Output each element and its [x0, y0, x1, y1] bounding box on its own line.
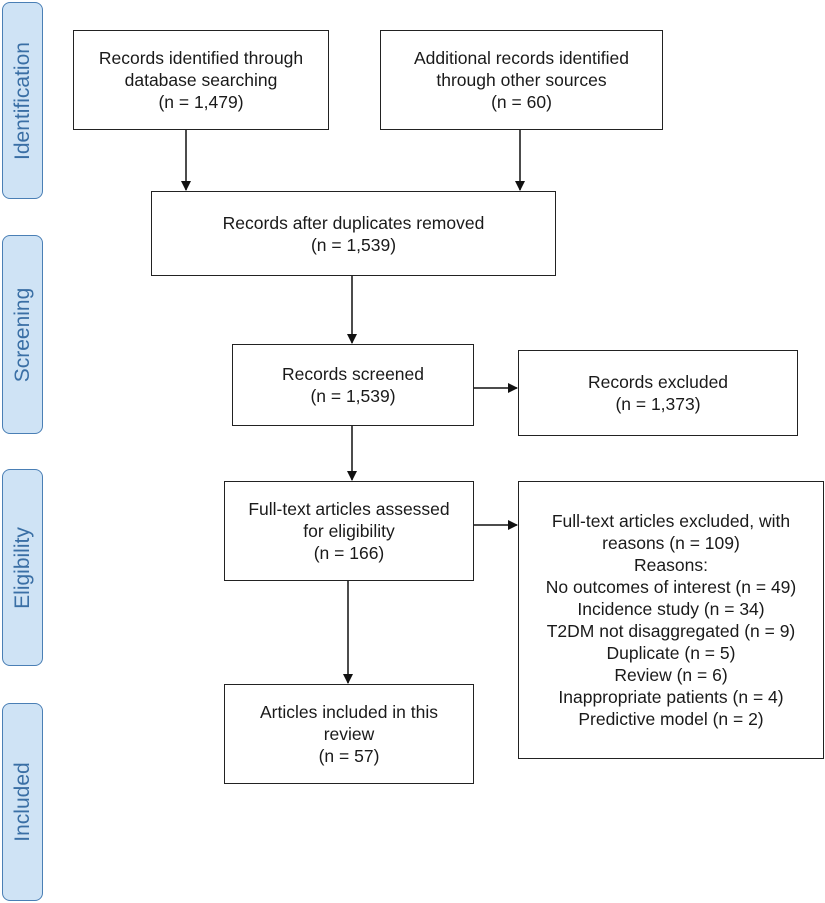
box-after-duplicates: Records after duplicates removed(n = 1,5…	[151, 191, 556, 276]
box-records-excluded-line-1: Records excluded	[587, 372, 729, 392]
box-articles-included-line-3: (n = 57)	[318, 746, 380, 766]
box-database-search-line-3: (n = 1,479)	[158, 92, 244, 112]
box-records-screened: Records screened(n = 1,539)	[232, 344, 474, 426]
box-fulltext-excluded-line-8: Review (n = 6)	[614, 665, 728, 685]
box-fulltext-excluded-line-3: Reasons:	[634, 555, 708, 575]
box-after-duplicates-line-1: Records after duplicates removed	[222, 212, 485, 233]
box-fulltext-excluded-line-7: Duplicate (n = 5)	[606, 643, 736, 663]
box-other-sources-line-2: through other sources	[436, 70, 607, 90]
box-articles-included-line-2: review	[323, 724, 375, 744]
box-fulltext-excluded-line-10: Predictive model (n = 2)	[578, 709, 764, 729]
box-fulltext-assessed-line-3: (n = 166)	[313, 543, 385, 563]
box-articles-included-line-1: Articles included in this	[260, 702, 438, 722]
box-fulltext-excluded-line-9: Inappropriate patients (n = 4)	[558, 687, 784, 707]
phase-included: Included	[2, 703, 43, 901]
box-fulltext-excluded-line-5: Incidence study (n = 34)	[577, 599, 765, 619]
box-fulltext-excluded-line-4: No outcomes of interest (n = 49)	[545, 577, 797, 597]
box-fulltext-excluded-line-1: Full-text articles excluded, with	[551, 511, 791, 531]
box-other-sources-line-3: (n = 60)	[491, 92, 552, 112]
phase-eligibility: Eligibility	[2, 469, 43, 666]
box-database-search-line-1: Records identified through	[98, 48, 304, 68]
phase-identification: Identification	[2, 2, 43, 199]
box-records-screened-line-2: (n = 1,539)	[310, 386, 396, 406]
box-fulltext-assessed-line-2: for eligibility	[303, 521, 395, 541]
box-fulltext-assessed-line-1: Full-text articles assessed	[248, 499, 450, 519]
box-fulltext-excluded-line-6: T2DM not disaggregated (n = 9)	[546, 621, 796, 641]
box-records-excluded: Records excluded(n = 1,373)	[518, 350, 798, 436]
box-records-screened-line-1: Records screened	[281, 364, 425, 384]
box-fulltext-excluded-line-2: reasons (n = 109)	[602, 533, 740, 553]
box-other-sources-line-1: Additional records identified	[414, 48, 629, 68]
box-records-excluded-line-2: (n = 1,373)	[615, 394, 701, 414]
phase-screening: Screening	[2, 235, 43, 434]
box-after-duplicates-line-2: (n = 1,539)	[310, 234, 397, 255]
box-database-search-line-2: database searching	[124, 70, 278, 90]
